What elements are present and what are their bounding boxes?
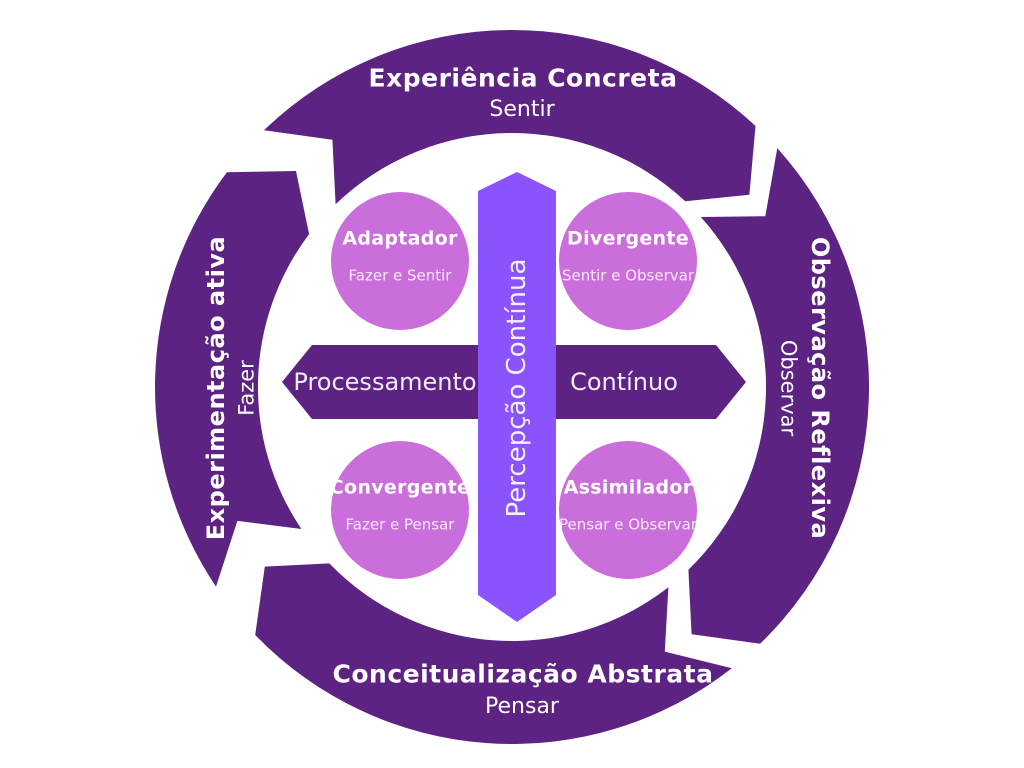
- adaptador-subtitle: Fazer e Sentir: [348, 266, 452, 285]
- assimilador-title: Assimilador: [563, 476, 693, 499]
- cycle-arcs: [155, 29, 870, 744]
- arc-experiencia-concreta: [264, 29, 756, 205]
- right-arc-title: Observação Reflexiva: [806, 236, 834, 540]
- adaptador-circle: [331, 192, 469, 330]
- left-arc-title: Experimentação ativa: [202, 235, 230, 541]
- divergente-title: Divergente: [567, 227, 689, 250]
- vertical-axis-label: Percepção Contínua: [502, 258, 532, 518]
- assimilador-circle: [559, 441, 697, 579]
- top-arc-title: Experiência Concreta: [368, 63, 678, 93]
- convergente-title: Convergente: [329, 476, 471, 499]
- convergente-subtitle: Fazer e Pensar: [345, 515, 455, 534]
- left-arc-subtitle: Fazer: [234, 360, 259, 416]
- assimilador-subtitle: Pensar e Observar: [559, 515, 697, 534]
- adaptador-title: Adaptador: [342, 227, 458, 250]
- convergente-circle: [331, 441, 469, 579]
- bottom-arc-subtitle: Pensar: [485, 694, 559, 719]
- horizontal-axis-left-label: Processamento: [293, 368, 477, 396]
- divergente-circle: [559, 192, 697, 330]
- horizontal-axis-right-label: Contínuo: [570, 368, 678, 396]
- arc-observacao-reflexiva: [688, 148, 870, 644]
- arc-experimentacao-ativa: [155, 171, 310, 587]
- arc-conceitualizacao-abstrata: [255, 563, 732, 744]
- right-arc-subtitle: Observar: [776, 339, 801, 437]
- vertical-axis-ribbon: [478, 172, 556, 622]
- top-arc-subtitle: Sentir: [489, 97, 555, 122]
- bottom-arc-title: Conceitualização Abstrata: [332, 659, 714, 689]
- divergente-subtitle: Sentir e Observar: [561, 266, 695, 285]
